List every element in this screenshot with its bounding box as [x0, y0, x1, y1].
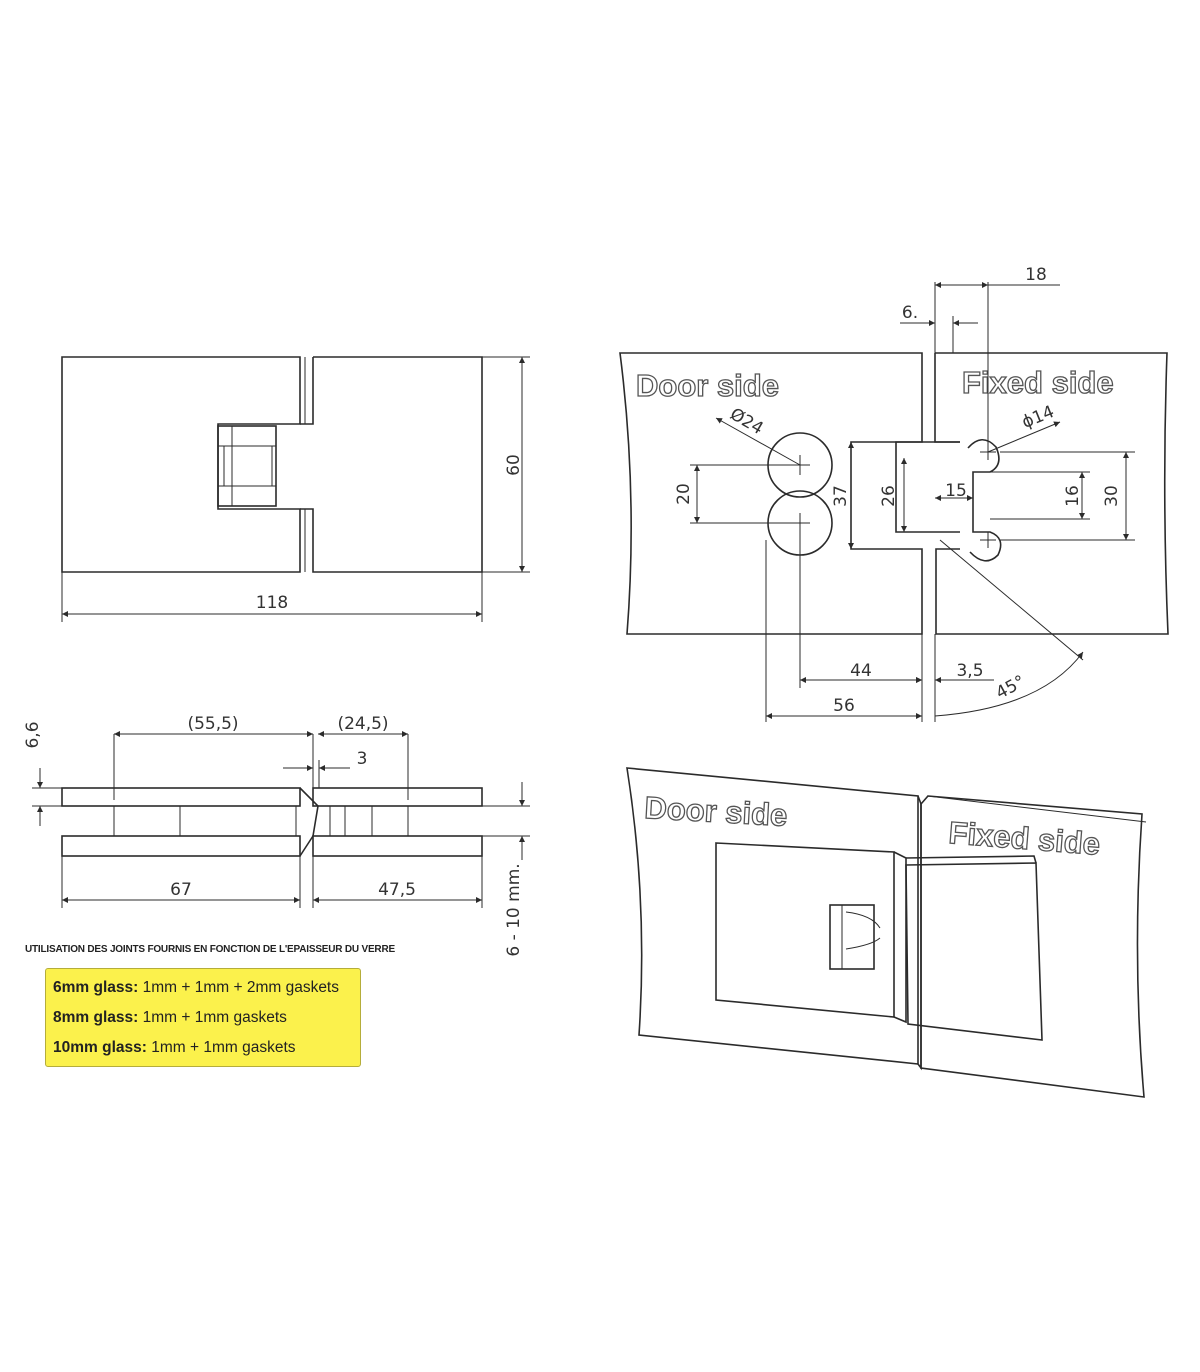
gasket-row-8mm: 8mm glass: 1mm + 1mm gaskets — [46, 1003, 360, 1033]
gasket-row-glass: 8mm glass: — [53, 1009, 139, 1026]
dim-section-a: (55,5) — [187, 714, 238, 734]
dim-section-b: (24,5) — [337, 714, 388, 734]
iso-door-label: Door side — [644, 790, 789, 833]
dim-cutout-16: 16 — [1063, 485, 1083, 507]
cutout-fixed-label: Fixed side — [962, 365, 1114, 400]
dim-cutout-3-5: 3,5 — [956, 661, 983, 681]
dim-cutout-6: 6. — [902, 303, 918, 323]
front-view: 118 60 — [61, 356, 530, 622]
dim-cutout-56: 56 — [833, 696, 855, 716]
dim-section-width-left: 67 — [170, 880, 192, 900]
cutout-door-label: Door side — [636, 368, 779, 403]
dim-front-height: 60 — [504, 454, 524, 476]
dim-cutout-20: 20 — [674, 483, 694, 505]
gasket-row-glass: 10mm glass: — [53, 1039, 147, 1056]
dim-section-width-right: 47,5 — [378, 880, 416, 900]
dim-cutout-15: 15 — [945, 481, 967, 501]
section-view: (55,5) (24,5) 3 6,6 67 47,5 6 - 10 mm. — [23, 714, 530, 957]
dim-cutout-45deg: 45° — [993, 672, 1029, 704]
gasket-row-value: 1mm + 1mm + 2mm gaskets — [142, 979, 339, 996]
dim-cutout-44: 44 — [850, 661, 872, 681]
iso-view: Door side Fixed side — [626, 767, 1147, 1098]
dim-cutout-30: 30 — [1102, 485, 1122, 507]
gasket-table: 6mm glass: 1mm + 1mm + 2mm gaskets 8mm g… — [45, 968, 361, 1067]
cutout-view: Door side Fixed side 18 6. Ø24 ϕ14 20 37… — [619, 265, 1169, 722]
iso-fixed-label: Fixed side — [947, 815, 1101, 862]
dim-glass-thickness: 6 - 10 mm. — [504, 863, 524, 956]
gasket-row-value: 1mm + 1mm gaskets — [151, 1039, 296, 1056]
dim-cutout-d24: Ø24 — [726, 404, 766, 439]
dim-section-left: 6,6 — [23, 721, 43, 748]
gasket-row-6mm: 6mm glass: 1mm + 1mm + 2mm gaskets — [46, 973, 360, 1003]
gasket-row-10mm: 10mm glass: 1mm + 1mm gaskets — [46, 1033, 360, 1063]
dim-cutout-d14: ϕ14 — [1019, 402, 1057, 433]
gasket-row-glass: 6mm glass: — [53, 979, 139, 996]
gasket-note-title: UTILISATION DES JOINTS FOURNIS EN FONCTI… — [25, 944, 395, 955]
dim-front-width: 118 — [256, 593, 288, 613]
dim-section-gap: 3 — [357, 749, 368, 769]
dim-cutout-37: 37 — [831, 485, 851, 507]
gasket-row-value: 1mm + 1mm gaskets — [142, 1009, 287, 1026]
dim-cutout-26: 26 — [879, 485, 899, 507]
dim-cutout-18: 18 — [1025, 265, 1047, 285]
